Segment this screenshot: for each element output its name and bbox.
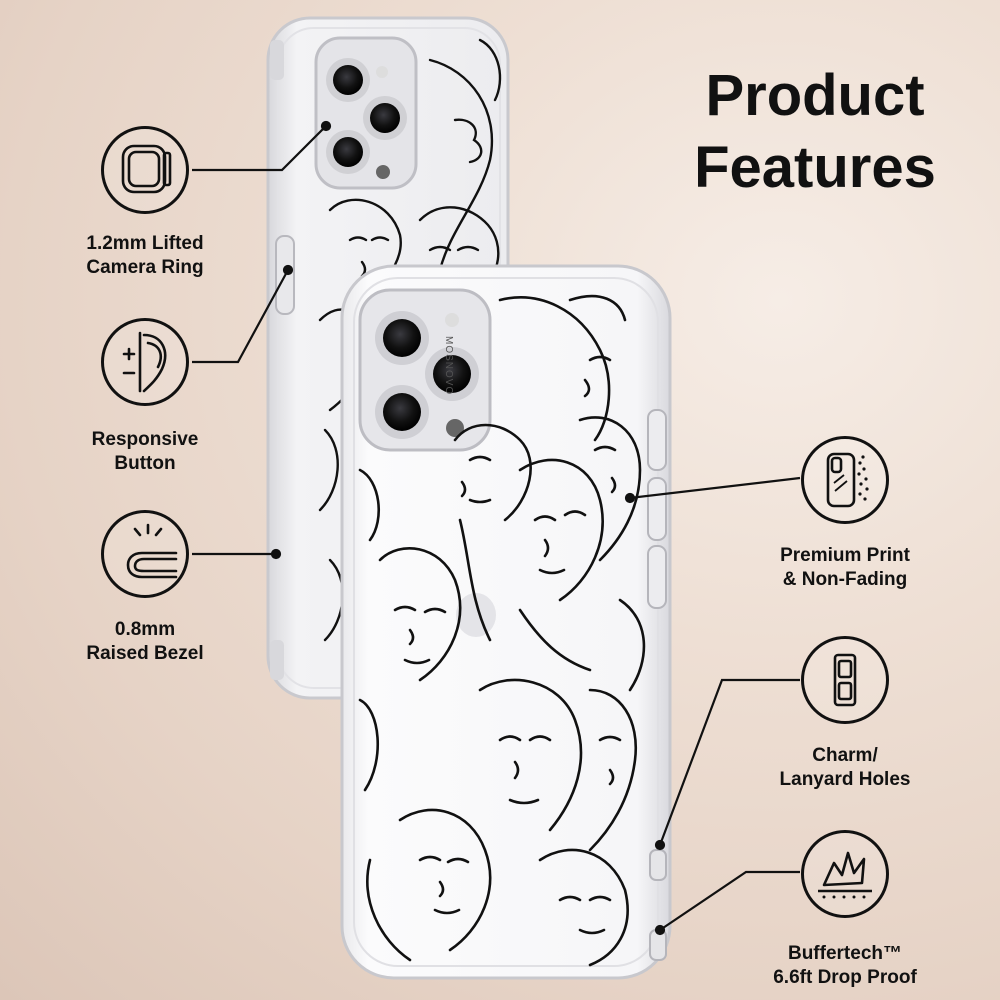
lanyard-hole-icon [801, 636, 889, 724]
button-icon [101, 318, 189, 406]
title-line-2: Features [694, 135, 936, 200]
feature-lanyard-label: Charm/Lanyard Holes [779, 745, 911, 790]
title-line-1: Product [705, 63, 925, 128]
callout-lines [192, 120, 801, 936]
camera-ring-icon [101, 126, 189, 214]
front-phone [340, 264, 672, 980]
brand-mark: MOSNOVO [443, 336, 454, 396]
bezel-icon [101, 510, 189, 598]
page-title: Product Features [660, 60, 970, 204]
feature-print-label: Premium Print& Non-Fading [780, 545, 910, 590]
print-icon [801, 436, 889, 524]
drop-proof-icon [801, 830, 889, 918]
